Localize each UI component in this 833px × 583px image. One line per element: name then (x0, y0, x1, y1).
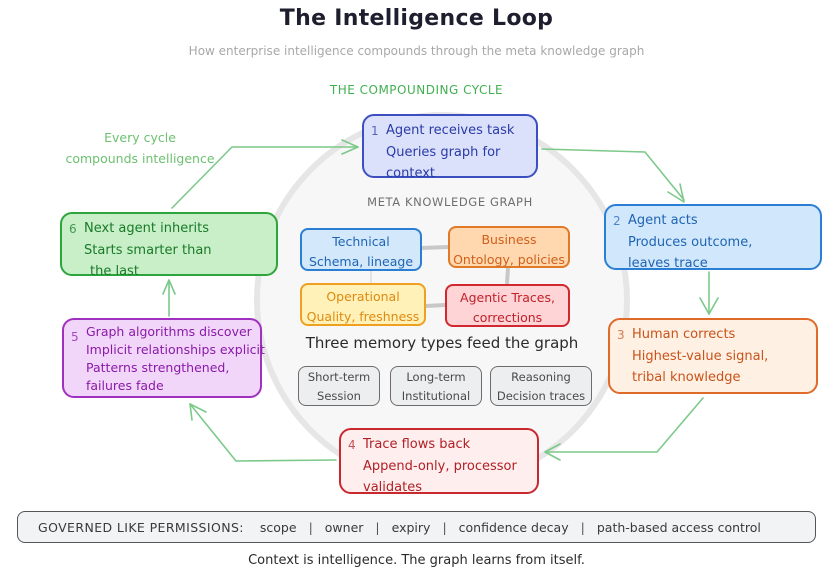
graph-node-agentic-traces: Agentic Traces, corrections (445, 284, 570, 327)
cycle-step-6: 6 Next agent inherits Starts smarter tha… (60, 212, 278, 279)
step-detail: leaves trace (628, 256, 708, 271)
governance-item: scope (259, 519, 297, 535)
memory-detail: Session (317, 389, 361, 403)
node-title: Operational (326, 289, 400, 304)
memory-title: Reasoning (511, 370, 571, 384)
annotation-line: Every cycle (104, 130, 176, 145)
step-number: 1 (371, 124, 379, 138)
memory-title: Long-term (406, 370, 466, 384)
arrowhead-3 (699, 297, 719, 315)
governance-label: GOVERNED LIKE PERMISSIONS: (38, 519, 244, 535)
node-title: Agentic Traces, (460, 290, 555, 305)
page-title: The Intelligence Loop (279, 6, 554, 31)
governance-separator: | (580, 519, 585, 535)
node-title: Business (481, 232, 537, 247)
governance-item: expiry (391, 519, 431, 535)
step-detail: Implicit relationships explicit (86, 342, 265, 357)
edge-technical-business (421, 245, 449, 250)
step-heading: Trace flows back (363, 437, 471, 452)
step-detail: Append-only, processor (363, 458, 517, 474)
governance-separator: | (308, 519, 313, 535)
arrowhead-4 (544, 443, 561, 461)
arrowhead-2 (667, 183, 685, 203)
step-number: 2 (613, 214, 621, 228)
governance-bar: GOVERNED LIKE PERMISSIONS: scope | owner… (17, 511, 816, 543)
step-heading: Graph algorithms discover (86, 324, 252, 339)
arrowhead-1 (341, 139, 359, 155)
memory-types-title: Three memory types feed the graph (305, 334, 579, 352)
step-detail: tribal knowledge (632, 370, 741, 385)
graph-node-technical: Technical Schema, lineage (300, 228, 422, 271)
node-detail: corrections (472, 310, 543, 325)
section-label: THE COMPOUNDING CYCLE (329, 83, 504, 97)
step-detail: Produces outcome, (628, 234, 753, 250)
edge-operational-agentic (425, 303, 446, 308)
step-detail: the last (90, 264, 139, 279)
step-heading: Agent acts (628, 213, 698, 228)
arrow-1-to-2 (541, 148, 685, 201)
arrow-3-to-4 (544, 397, 704, 453)
step-detail: failures fade (86, 378, 164, 393)
governance-item: confidence decay (458, 519, 569, 535)
node-detail: Quality, freshness (306, 309, 420, 324)
arrowhead-6 (162, 279, 176, 295)
memory-detail: Decision traces (496, 389, 586, 403)
memory-type-reasoning: Reasoning Decision traces (490, 366, 592, 406)
arrowhead-5 (189, 403, 207, 421)
step-heading: Human corrects (632, 327, 736, 342)
governance-separator: | (442, 519, 447, 535)
cycle-step-5: 5 Graph algorithms discover Implicit rel… (62, 318, 265, 398)
step-detail: Patterns strengthened, (86, 360, 230, 375)
memory-type-long-term: Long-term Institutional (390, 366, 482, 406)
cycle-step-2: 2 Agent acts Produces outcome, leaves tr… (604, 204, 822, 271)
cycle-step-1: 1 Agent receives task Queries graph for … (362, 114, 538, 181)
governance-separator: | (375, 519, 380, 535)
edge-business-agentic (505, 267, 510, 285)
graph-label: META KNOWLEDGE GRAPH (367, 195, 533, 209)
step-heading: Next agent inherits (84, 221, 210, 236)
step-detail: Queries graph for (386, 144, 501, 160)
arrow-6-to-1 (171, 146, 359, 209)
node-detail: Schema, lineage (308, 254, 414, 269)
step-detail: validates (363, 480, 422, 495)
node-detail: Ontology, policies (453, 252, 565, 267)
memory-title: Short-term (307, 370, 371, 384)
graph-node-operational: Operational Quality, freshness (300, 283, 426, 326)
step-detail: context (386, 166, 435, 181)
cycle-step-4: 4 Trace flows back Append-only, processo… (339, 428, 539, 495)
graph-node-business: Business Ontology, policies (448, 226, 570, 268)
page-subtitle: How enterprise intelligence compounds th… (188, 44, 645, 58)
cycle-annotation: Every cycle compounds intelligence (60, 127, 220, 169)
memory-detail: Institutional (401, 389, 471, 403)
governance-item: owner (324, 519, 364, 535)
memory-type-short-term: Short-term Session (298, 366, 380, 406)
step-number: 4 (348, 438, 356, 452)
cycle-step-3: 3 Human corrects Highest-value signal, t… (608, 318, 818, 394)
step-detail: Starts smarter than (84, 242, 212, 258)
step-detail: Highest-value signal, (632, 348, 769, 364)
arrow-4-to-5 (189, 403, 337, 462)
footer-tagline: Context is intelligence. The graph learn… (248, 553, 585, 568)
step-number: 6 (69, 222, 77, 236)
node-title: Technical (332, 234, 390, 249)
governance-item: path-based access control (596, 519, 761, 535)
step-heading: Agent receives task (386, 123, 515, 138)
step-number: 3 (617, 328, 625, 342)
annotation-line: compounds intelligence (65, 151, 215, 166)
step-number: 5 (71, 330, 79, 344)
